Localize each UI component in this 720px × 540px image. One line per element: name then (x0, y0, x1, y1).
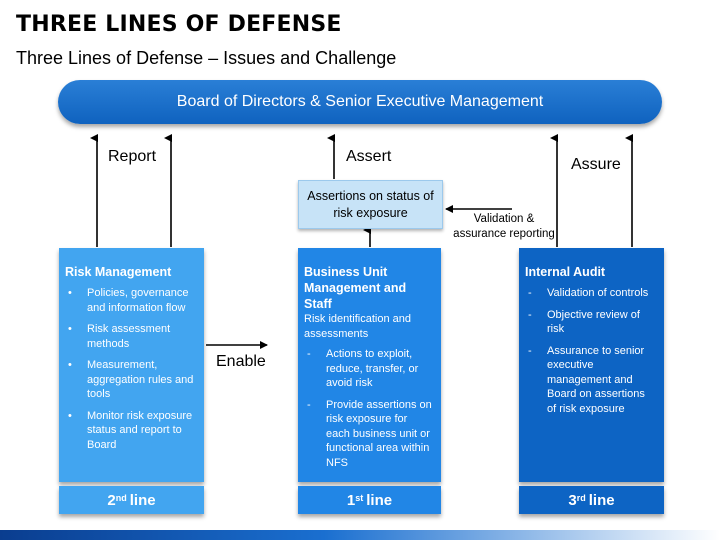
page-title: THREE LINES OF DEFENSE (16, 12, 342, 37)
footer-text: line (366, 491, 393, 509)
dash-marker: - (528, 287, 532, 299)
dash-marker: - (307, 398, 311, 411)
dash-marker: - (528, 308, 532, 321)
list-item-text: Policies, governance and information flo… (87, 287, 189, 314)
column-heading: Internal Audit (525, 265, 606, 279)
footer-number: 1 (346, 491, 356, 509)
column-items: - Validation of controls - Objective revi… (525, 286, 656, 416)
list-item: - Objective review of risk (525, 308, 656, 337)
board-banner: Board of Directors & Senior Executive Ma… (58, 80, 662, 124)
footer-number: 3 (568, 491, 577, 509)
list-item: • Monitor risk exposure status and report… (65, 409, 196, 453)
assert-label: Assert (346, 148, 392, 165)
list-item-text: Measurement, aggregation rules and tools (87, 359, 194, 400)
assertion-box: Assertions on status of risk exposure (298, 180, 443, 229)
list-item: - Provide assertions on risk exposure for… (304, 398, 433, 471)
bullet-marker: • (68, 409, 72, 422)
validation-label: Validation & assurance reporting (453, 213, 555, 240)
enable-label: Enable (216, 353, 266, 370)
board-label: Board of Directors & Senior Executive Ma… (176, 93, 544, 110)
assure-label: Assure (571, 156, 621, 173)
dash-marker: - (528, 344, 532, 357)
list-item-text: Provide assertions on risk exposure for … (326, 398, 432, 469)
bullet-marker: • (68, 287, 72, 299)
bullet-marker: • (68, 323, 72, 335)
column-heading: Business Unit Management and Staff (304, 265, 407, 311)
footer-ordinal: st (355, 493, 364, 503)
column-second-line: Risk Management • Policies, governance an… (59, 248, 204, 482)
list-item-text: Validation of controls (547, 287, 649, 299)
list-item-text: Monitor risk exposure status and report … (87, 409, 193, 451)
assertion-box-text: Assertions on status of risk exposure (307, 188, 434, 220)
list-item: • Policies, governance and information fl… (65, 286, 196, 315)
list-item-text: Objective review of risk (547, 308, 640, 336)
footer-text: line (588, 491, 615, 509)
list-item-text: Assurance to senior executive management… (547, 344, 645, 415)
column-heading: Risk Management (65, 265, 172, 279)
list-item: • Risk assessment methods (65, 322, 196, 351)
column-items: • Policies, governance and information fl… (65, 286, 196, 452)
footer-text: line (129, 491, 156, 509)
list-item-text: Risk assessment methods (87, 323, 171, 350)
footer-number: 2 (107, 491, 116, 509)
bullet-marker: • (68, 359, 72, 371)
page-subtitle: Three Lines of Defense – Issues and Chal… (16, 48, 397, 68)
list-item: • Measurement, aggregation rules and tool… (65, 358, 196, 402)
bottom-accent-bar (0, 530, 720, 540)
report-label: Report (108, 148, 157, 165)
column-third-line: Internal Audit - Validation of controls -… (519, 248, 664, 482)
list-item: - Assurance to senior executive managemen… (525, 344, 656, 417)
dash-marker: - (307, 348, 311, 360)
list-item: - Actions to exploit, reduce, transfer, o… (304, 347, 433, 391)
footer-ordinal: rd (576, 493, 586, 503)
column-items: - Actions to exploit, reduce, transfer, o… (304, 347, 433, 470)
footer-ordinal: nd (115, 493, 127, 503)
column-first-line: Business Unit Management and Staff Risk … (298, 248, 441, 482)
column-subheading: Risk identification and assessments (304, 313, 412, 340)
list-item-text: Actions to exploit, reduce, transfer, or… (326, 348, 419, 389)
list-item: - Validation of controls (525, 286, 656, 301)
